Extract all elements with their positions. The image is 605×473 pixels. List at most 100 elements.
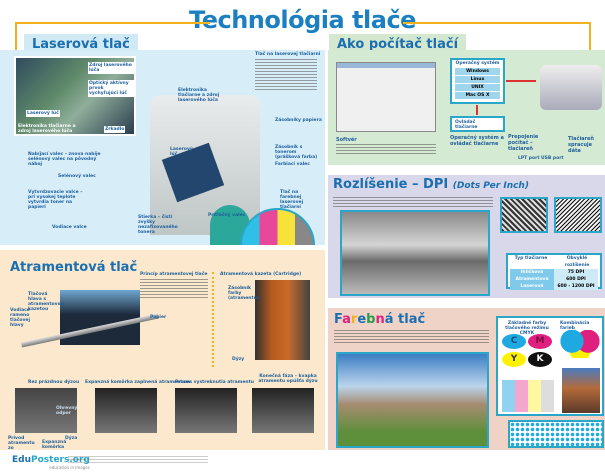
cartridge-title: Atramentová kazeta (Cartridge) <box>220 272 302 277</box>
step-title: Rez prázdnou dýzou <box>28 380 80 385</box>
usb-port-label: USB port <box>541 156 564 161</box>
color-heading: Farebná tlač <box>334 312 425 327</box>
logo-part: Edu <box>12 455 31 465</box>
inkjet-section: Atramentová tlač Tlačová hlava s atramen… <box>0 250 325 450</box>
lpt-port-label: LPT port <box>518 156 540 161</box>
heading-letter: a <box>342 312 351 327</box>
zoom-detail-1 <box>500 197 548 233</box>
step-4-illustration <box>252 388 314 433</box>
footer-text <box>68 456 208 464</box>
table-header: Typ tlačiarne Obvyklé rozlíšenie <box>508 255 600 269</box>
cmyk-separation <box>502 380 554 412</box>
label: Nabíjací valec – znova nabije selénový v… <box>28 152 101 167</box>
cell: 75 DPI <box>554 269 598 276</box>
heading-letter: e <box>357 312 367 327</box>
cell: 600 DPI <box>554 276 598 283</box>
heading-letter: F <box>334 312 343 327</box>
zoom-detail-2 <box>554 197 602 233</box>
heading-letter: á <box>384 312 394 327</box>
label: Tlač na farebnej laserovej tlačiarni <box>280 190 304 210</box>
heading-letter: b <box>366 312 376 327</box>
dpi-heading: Rozlíšenie – DPI (Dots Per Inch) <box>333 177 529 192</box>
label: Vytvrdzovacie valce – pri vysokej teplot… <box>28 190 83 210</box>
label: Elektronika tlačiarne a zdroj laserového… <box>18 124 76 134</box>
label: Zdroj laserového lúča <box>88 62 134 74</box>
os-item: Mac OS X <box>455 92 500 99</box>
logo-part: Posters.org <box>31 455 90 465</box>
magenta-swatch: M <box>528 334 552 349</box>
colosseum-grayscale-photo <box>340 210 490 296</box>
cell: Ihličková <box>510 269 554 276</box>
heading-letter: n <box>375 312 385 327</box>
arrow-icon <box>476 105 478 115</box>
label: Zásobník farby (atramentu) <box>228 286 259 301</box>
label: Stierka – čistí zvyšky nezafixovaného to… <box>138 215 178 235</box>
yellow-swatch: Y <box>502 352 526 367</box>
label: Zásobník s tonerom (prášková farba) <box>275 145 318 160</box>
label: Prítlačný valec <box>208 213 246 218</box>
laser-heading: Laserová tlač <box>24 34 138 52</box>
cmyk-box: Základné farby tlačového režimu CMYK Kom… <box>496 316 604 416</box>
colosseum-color-photo <box>336 352 489 448</box>
computer-section: Softvér Operačný systém Windows Linux UN… <box>328 50 605 165</box>
color-heading-rest: tlač <box>393 312 426 327</box>
label: Vodiace rameno tlačovej hlavy <box>10 308 31 328</box>
label: Vodiace valce <box>52 225 87 230</box>
color-sample-photo <box>562 368 600 413</box>
laser-section: Zdroj laserového lúča Optický aktívny pr… <box>0 50 325 245</box>
halftone-dots <box>508 420 604 448</box>
laser-info-title: Tlač na laserovej tlačiarni <box>255 52 321 57</box>
label: Zásobníky papiera <box>275 118 322 123</box>
label: Prívod atramentu zo zásobníka <box>8 436 35 450</box>
cyan-swatch: C <box>502 334 526 349</box>
label: Dýza <box>65 436 78 441</box>
cartridge-illustration <box>255 280 310 360</box>
print-dialog-screenshot <box>336 62 436 132</box>
step-title: Expanzná komôrka zaplnená atramentom <box>85 380 191 385</box>
label: Farbiaci valec <box>275 162 310 167</box>
os-item: Linux <box>455 76 500 83</box>
principle-title: Princíp atramentovej tlače <box>140 272 208 277</box>
laser-inset-photo: Zdroj laserového lúča Optický aktívny pr… <box>14 56 136 136</box>
logo-tagline: education in images <box>49 465 90 470</box>
header-cell: Typ tlačiarne <box>514 256 548 261</box>
cell: Atramentová <box>510 276 554 283</box>
page-title: Technológia tlače <box>189 6 416 34</box>
dpi-table: Typ tlačiarne Obvyklé rozlíšenie Ihličkov… <box>506 253 602 290</box>
laser-info-text <box>255 59 317 91</box>
os-item: UNIX <box>455 84 500 91</box>
title-line-left <box>15 22 210 24</box>
dpi-text <box>333 197 493 207</box>
os-driver-label: Operačný systém a ovládač tlačiarne <box>450 135 504 147</box>
label: Elektronika tlačiarne a zdroj laserového… <box>178 88 220 103</box>
color-section: Farebná tlač Základné farby tlačového re… <box>328 308 605 450</box>
os-box: Operačný systém Windows Linux UNIX Mac O… <box>450 58 505 104</box>
label: Zrkadlo <box>104 126 126 133</box>
label: Papier <box>150 315 167 320</box>
label: Laserový lúč <box>170 147 193 157</box>
principle-text <box>140 279 208 299</box>
cmyk-title: Základné farby tlačového režimu CMYK <box>505 321 549 336</box>
header-cell: Obvyklé rozlíšenie <box>564 256 590 268</box>
software-text <box>336 144 436 154</box>
mix-title: Kombinácia farieb <box>560 321 590 331</box>
label: Dýzy <box>232 357 245 362</box>
connection-label: Prepojenie počítač – tlačiareň <box>508 134 539 152</box>
os-title: Operačný systém <box>455 61 500 66</box>
driver-label: Ovládač tlačiarne <box>455 120 478 130</box>
label: Tlačová hlava s atramentovou kazetou <box>28 292 64 312</box>
label: Ohrevný odpor <box>56 406 78 416</box>
software-label: Softvér <box>336 137 357 143</box>
laser-printer-illustration <box>150 95 260 245</box>
label: Selénový valec <box>58 174 96 179</box>
printer-illustration <box>540 65 602 110</box>
step-2-illustration <box>95 388 157 433</box>
color-mix-diagram <box>560 330 600 358</box>
title-line-right-drop <box>589 22 591 50</box>
step-3-illustration <box>175 388 237 433</box>
dpi-heading-text: Rozlíšenie – DPI <box>333 177 449 192</box>
